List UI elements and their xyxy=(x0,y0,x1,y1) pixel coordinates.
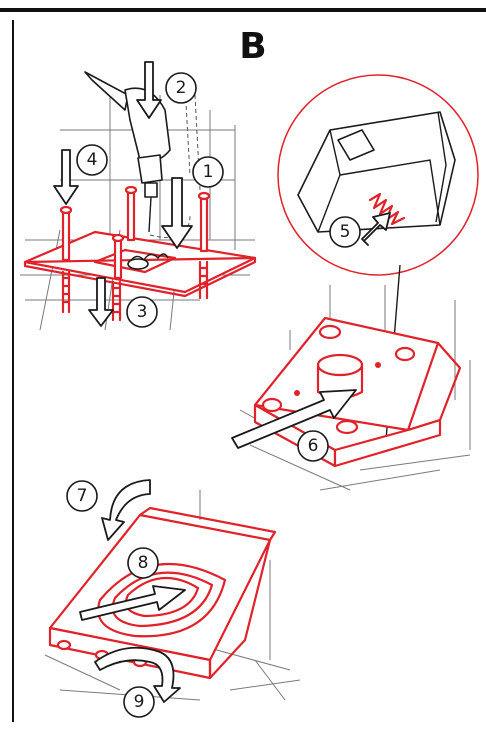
step-badge-1: 1 xyxy=(192,156,224,188)
svg-text:6: 6 xyxy=(308,436,319,456)
arrow-step5 xyxy=(361,212,391,246)
drill-icon xyxy=(84,71,171,233)
step-badge-6: 6 xyxy=(297,430,329,462)
screw-left xyxy=(59,205,73,262)
step-badge-3: 3 xyxy=(126,296,158,328)
screw-right xyxy=(197,191,211,253)
spring-detail xyxy=(368,192,406,226)
arrow-down-step2 xyxy=(136,61,162,119)
panel-base xyxy=(231,285,471,491)
arrow-curved-step7 xyxy=(101,479,151,541)
wall-plugs xyxy=(61,260,209,322)
arrow-step6 xyxy=(231,389,357,449)
svg-text:9: 9 xyxy=(134,692,145,712)
section-letter: B xyxy=(239,26,266,67)
arrow-step8 xyxy=(79,585,186,621)
step-badge-5: 5 xyxy=(329,216,361,248)
arrow-down-step3 xyxy=(88,277,114,327)
svg-text:7: 7 xyxy=(77,486,88,506)
step-badge-2: 2 xyxy=(165,72,197,104)
panel-finished xyxy=(44,479,301,703)
svg-text:8: 8 xyxy=(138,553,149,573)
arrow-curved-step9 xyxy=(94,646,181,703)
svg-text:4: 4 xyxy=(87,150,98,170)
step-badge-7: 7 xyxy=(66,480,98,512)
step-badge-8: 8 xyxy=(127,547,159,579)
step-badge-9: 9 xyxy=(123,686,155,718)
panel-detail xyxy=(277,74,479,446)
svg-text:1: 1 xyxy=(203,162,214,182)
shaft-top xyxy=(316,353,364,377)
screw-mid-left xyxy=(111,233,125,280)
panel-drilling xyxy=(20,61,257,331)
svg-text:5: 5 xyxy=(340,222,351,242)
screw-mid xyxy=(124,185,138,242)
detail-housing xyxy=(297,111,456,233)
step-badge-4: 4 xyxy=(76,144,108,176)
arrow-down-step4 xyxy=(53,149,79,205)
svg-text:2: 2 xyxy=(176,78,187,98)
svg-text:3: 3 xyxy=(137,302,148,322)
arrow-down-step1 xyxy=(161,177,193,249)
